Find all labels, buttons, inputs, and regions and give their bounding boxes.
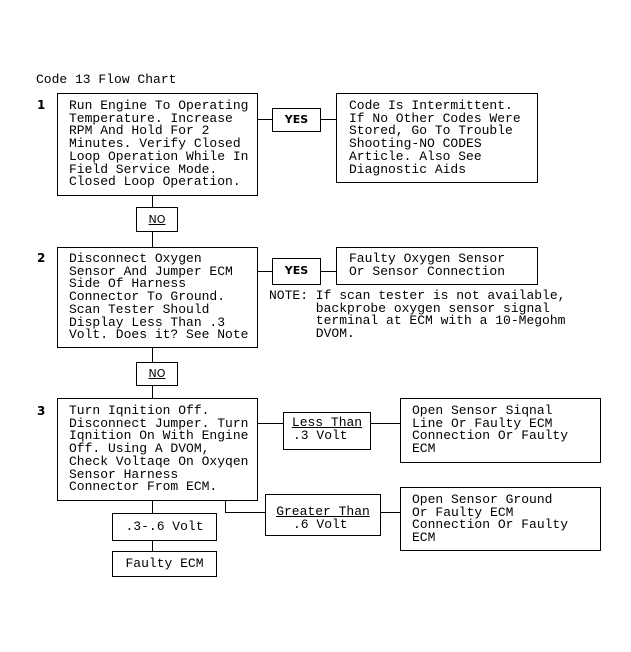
mid-range-label: .3-.6 Volt — [125, 519, 204, 534]
mid-range-box: .3-.6 Volt — [112, 513, 217, 541]
step-2-yes-box: YES — [272, 258, 321, 285]
step-2-note: NOTE: If scan tester is not available, b… — [269, 288, 566, 342]
step-1-box: Run Engine To Operating Temperature. Inc… — [57, 93, 258, 196]
greater-than-result: Open Sensor Ground Or Faulty ECM Connect… — [412, 492, 569, 546]
step-number-1: 1 — [37, 98, 46, 112]
step-number-3: 3 — [37, 404, 46, 418]
step-2-box: Disconnect Oxygen Sensor And Jumper ECM … — [57, 247, 258, 348]
step-1-yes-result: Code Is Intermittent. If No Other Codes … — [349, 98, 521, 177]
greater-than-result-box: Open Sensor Ground Or Faulty ECM Connect… — [400, 487, 601, 551]
step-2-no-box: NO — [136, 362, 178, 386]
chart-title: Code 13 Flow Chart — [36, 72, 177, 87]
step-2-yes-result-box: Faulty Oxygen Sensor Or Sensor Connectio… — [336, 247, 538, 285]
step-3-text: Turn Iqnition Off. Disconnect Jumper. Tu… — [69, 403, 249, 495]
greater-than-label: Greater Than — [276, 504, 370, 519]
yes-label: YES — [284, 113, 309, 126]
no-label: NO — [148, 367, 166, 380]
less-than-result-box: Open Sensor Siqnal Line Or Faulty ECM Co… — [400, 398, 601, 463]
step-1-yes-result-box: Code Is Intermittent. If No Other Codes … — [336, 93, 538, 183]
step-1-no-box: NO — [136, 207, 178, 232]
step-3-box: Turn Iqnition Off. Disconnect Jumper. Tu… — [57, 398, 258, 501]
less-than-result: Open Sensor Siqnal Line Or Faulty ECM Co… — [412, 403, 569, 457]
no-label: NO — [148, 213, 166, 226]
less-than-value: .3 Volt — [293, 428, 348, 443]
less-than-box: Less Than .3 Volt — [283, 412, 371, 450]
step-2-yes-result: Faulty Oxygen Sensor Or Sensor Connectio… — [349, 251, 506, 279]
yes-label: YES — [284, 264, 309, 277]
faulty-ecm-label: Faulty ECM — [125, 556, 204, 571]
greater-than-value: .6 Volt — [293, 517, 348, 532]
step-1-yes-box: YES — [272, 108, 321, 132]
greater-than-box: Greater Than .6 Volt — [265, 494, 381, 536]
step-1-text: Run Engine To Operating Temperature. Inc… — [69, 98, 249, 190]
step-2-text: Disconnect Oxygen Sensor And Jumper ECM … — [69, 251, 249, 343]
less-than-label: Less Than — [291, 415, 363, 430]
step-number-2: 2 — [37, 251, 46, 265]
faulty-ecm-box: Faulty ECM — [112, 551, 217, 577]
